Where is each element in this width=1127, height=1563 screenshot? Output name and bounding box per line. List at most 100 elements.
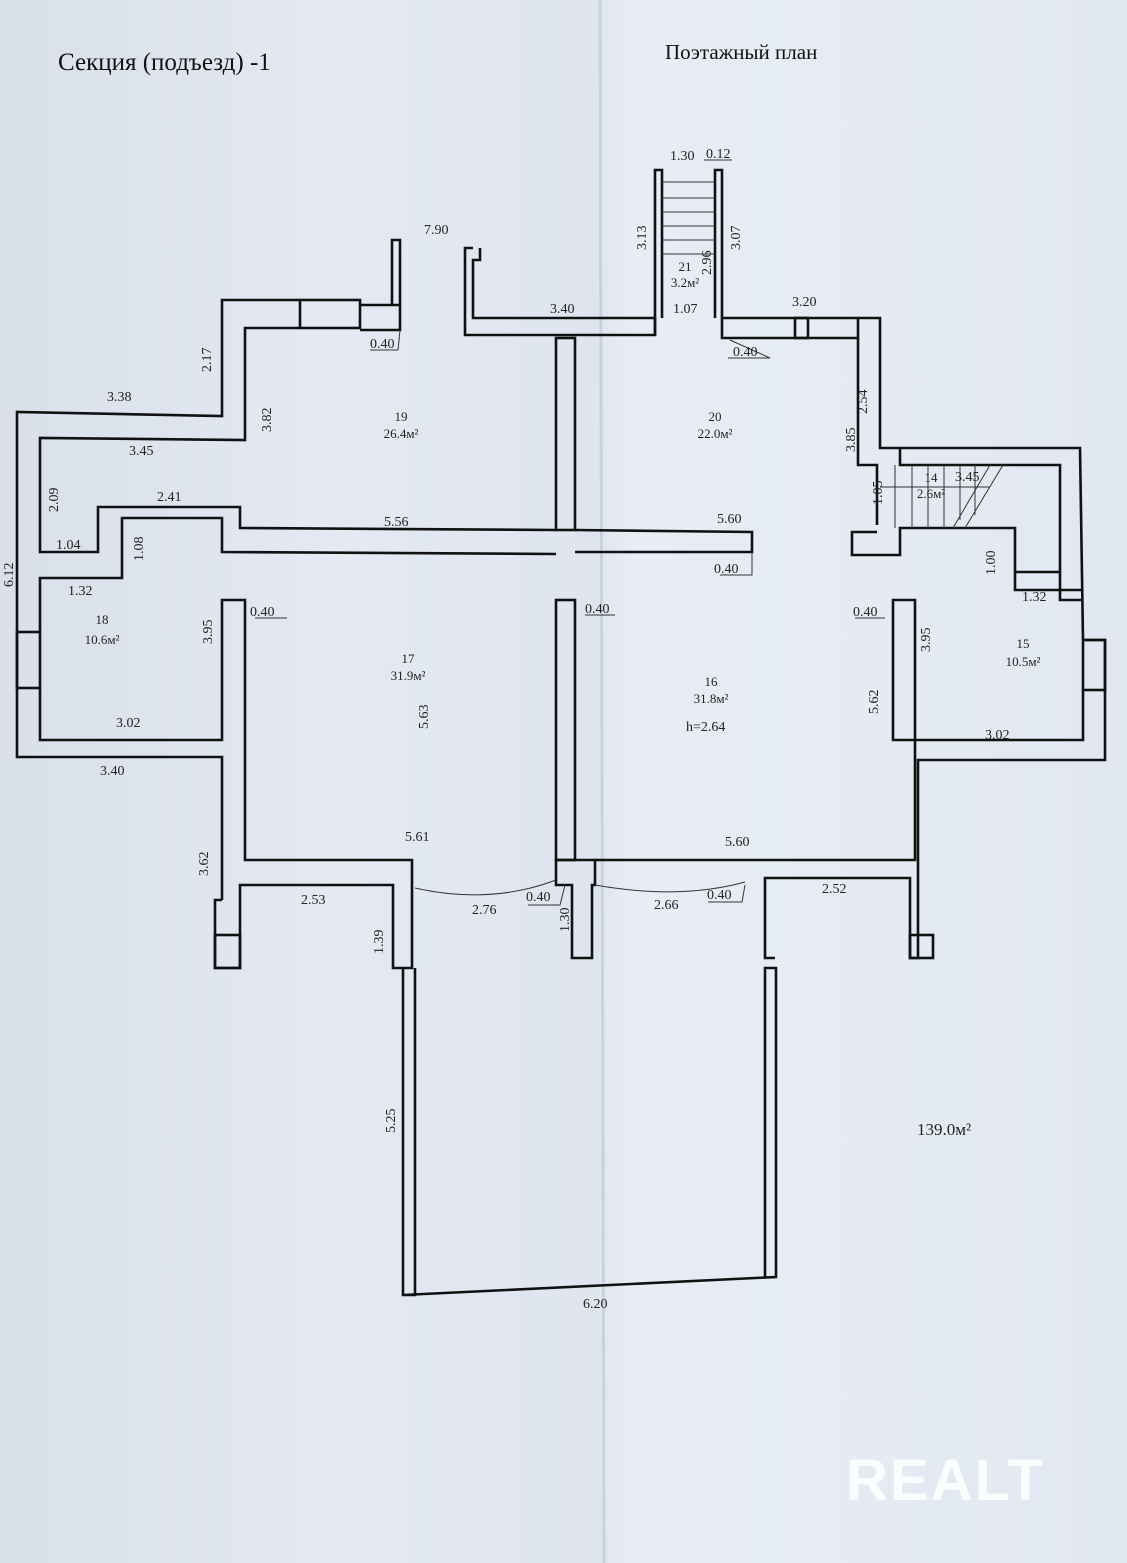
svg-text:17: 17 — [402, 651, 416, 666]
svg-text:18: 18 — [96, 612, 109, 627]
svg-text:3.95: 3.95 — [919, 628, 934, 653]
svg-text:2.53: 2.53 — [301, 893, 326, 908]
svg-text:3.2м²: 3.2м² — [671, 275, 699, 290]
central-pier — [554, 858, 597, 960]
svg-text:1.32: 1.32 — [1022, 590, 1047, 605]
svg-text:2.66: 2.66 — [654, 898, 679, 913]
svg-text:2.76: 2.76 — [472, 903, 497, 918]
svg-text:5.62: 5.62 — [867, 690, 882, 715]
room-20-north-wall — [720, 316, 860, 340]
svg-text:1.08: 1.08 — [132, 537, 147, 562]
svg-text:5.25: 5.25 — [384, 1109, 399, 1134]
room-19: 19 26.4м² — [384, 409, 419, 441]
svg-text:1.05: 1.05 — [871, 481, 886, 506]
right-outer-wall — [856, 316, 1085, 641]
svg-text:0.40: 0.40 — [370, 337, 395, 352]
svg-text:3.40: 3.40 — [550, 302, 575, 317]
central-wall-top — [554, 336, 577, 532]
corridor-wall-left — [38, 516, 557, 632]
svg-text:3.82: 3.82 — [260, 408, 275, 433]
entry-wall-right — [463, 246, 657, 337]
svg-text:0.40: 0.40 — [707, 888, 732, 903]
svg-text:10.5м²: 10.5м² — [1006, 654, 1041, 669]
room-15-wall — [1013, 572, 1083, 602]
paper-fold — [598, 0, 606, 1563]
room-17: 17 31.9м² — [391, 651, 426, 683]
svg-text:22.0м²: 22.0м² — [698, 426, 733, 441]
door-arcs — [414, 879, 746, 896]
plan-title: Поэтажный план — [665, 40, 817, 64]
svg-text:6.12: 6.12 — [2, 563, 17, 588]
svg-text:0.40: 0.40 — [714, 562, 739, 577]
svg-text:2.17: 2.17 — [200, 348, 215, 373]
svg-text:h=2.64: h=2.64 — [686, 720, 725, 735]
window-mullion — [793, 316, 810, 340]
svg-text:3.07: 3.07 — [729, 226, 744, 251]
room-20: 20 22.0м² — [698, 409, 733, 441]
room-15: 15 10.5м² — [1006, 636, 1041, 669]
svg-text:10.6м²: 10.6м² — [85, 632, 120, 647]
leader-lines — [255, 159, 885, 906]
section-title: Секция (подъезд) -1 — [58, 49, 271, 76]
svg-text:1.07: 1.07 — [673, 302, 698, 317]
svg-text:3.62: 3.62 — [197, 852, 212, 877]
svg-text:31.8м²: 31.8м² — [694, 691, 729, 706]
svg-text:3.95: 3.95 — [201, 620, 216, 645]
window-room-19 — [298, 298, 362, 330]
walls — [15, 159, 1107, 1297]
svg-text:3.20: 3.20 — [792, 295, 817, 310]
room-17-wall — [38, 598, 414, 970]
right-wing-wall — [763, 448, 1107, 960]
svg-text:19: 19 — [395, 409, 408, 424]
svg-text:3.02: 3.02 — [116, 716, 141, 731]
svg-text:1.39: 1.39 — [372, 930, 387, 955]
svg-text:0.40: 0.40 — [733, 345, 758, 360]
svg-text:5.56: 5.56 — [384, 515, 409, 530]
svg-text:0.12: 0.12 — [706, 147, 731, 162]
svg-text:3.45: 3.45 — [955, 470, 980, 485]
left-outer-wall — [15, 298, 300, 900]
room-18: 18 10.6м² — [85, 612, 120, 647]
room-19-wall — [38, 326, 557, 554]
corridor-wall-right — [574, 528, 754, 554]
dim-bottom-width: 6.20 — [583, 1297, 608, 1312]
svg-text:2.41: 2.41 — [157, 490, 182, 505]
svg-text:1.32: 1.32 — [68, 584, 93, 599]
dimensions: 7.90 1.30 0.12 3.13 3.07 2.96 1.07 3.40 … — [2, 147, 1047, 1312]
pier — [213, 933, 242, 970]
svg-text:16: 16 — [705, 674, 719, 689]
svg-text:0.40: 0.40 — [853, 605, 878, 620]
svg-text:3.85: 3.85 — [844, 428, 859, 453]
svg-text:3.45: 3.45 — [129, 444, 154, 459]
svg-text:1.00: 1.00 — [984, 551, 999, 576]
svg-text:0.40: 0.40 — [585, 602, 610, 617]
svg-text:2.6м²: 2.6м² — [917, 486, 945, 501]
svg-text:5.63: 5.63 — [417, 705, 432, 730]
window-room-18 — [15, 630, 42, 690]
svg-text:0.40: 0.40 — [250, 605, 275, 620]
pier-right — [908, 933, 935, 960]
svg-text:21: 21 — [679, 259, 692, 274]
svg-text:20: 20 — [709, 409, 722, 424]
svg-text:2.96: 2.96 — [700, 251, 715, 276]
svg-text:3.38: 3.38 — [107, 390, 132, 405]
svg-text:3.40: 3.40 — [100, 764, 125, 779]
stair-21-steps — [662, 181, 715, 255]
svg-text:5.60: 5.60 — [725, 835, 750, 850]
total-area: 139.0м² — [917, 1120, 971, 1139]
svg-text:3.13: 3.13 — [635, 226, 650, 251]
svg-text:2.09: 2.09 — [47, 488, 62, 513]
entry-wall-left — [360, 238, 402, 332]
svg-text:31.9м²: 31.9м² — [391, 668, 426, 683]
svg-text:7.90: 7.90 — [424, 223, 449, 238]
svg-text:26.4м²: 26.4м² — [384, 426, 419, 441]
svg-text:2.52: 2.52 — [822, 882, 847, 897]
svg-text:5.61: 5.61 — [405, 830, 430, 845]
room-21: 213.2м² — [671, 259, 699, 290]
svg-text:5.60: 5.60 — [717, 512, 742, 527]
svg-text:15: 15 — [1017, 636, 1030, 651]
room-16: 16 31.8м² — [694, 674, 729, 706]
svg-text:1.04: 1.04 — [56, 538, 81, 553]
svg-text:1.30: 1.30 — [670, 149, 695, 164]
lower-room-walls — [401, 966, 778, 1297]
